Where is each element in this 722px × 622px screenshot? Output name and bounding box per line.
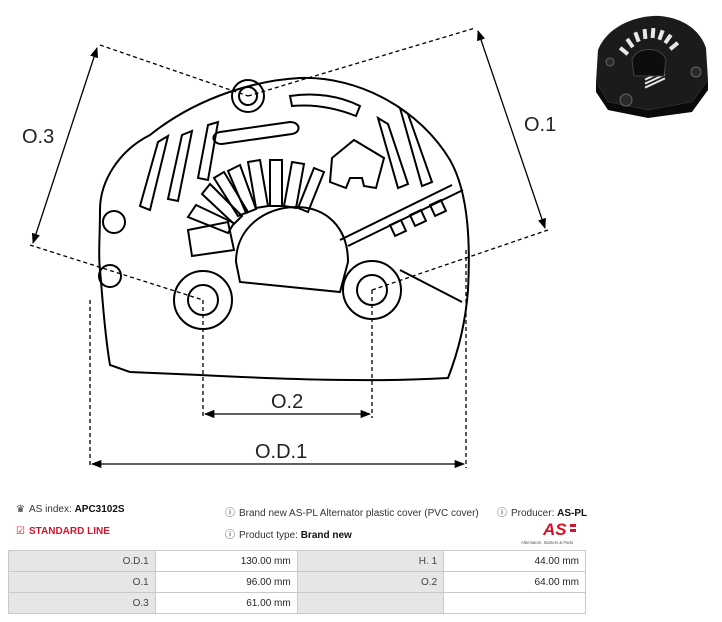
product-description: Brand new AS-PL Alternator plastic cover… [239, 508, 479, 519]
dimension-label-o1: O.1 [524, 114, 556, 136]
spec-label: O.1 [8, 571, 156, 593]
spec-value: 130.00 mm [154, 550, 298, 572]
info-circle-icon: ⓘ [225, 530, 235, 541]
info-circle-icon: ⓘ [225, 508, 235, 519]
spec-value [443, 592, 586, 614]
checkbox-icon: ☑ [16, 526, 25, 537]
as-pl-logo: AS Alternators, Starters & Parts [521, 520, 576, 545]
table-row: O.1 96.00 mm O.2 64.00 mm [8, 571, 586, 593]
spec-label: H. 1 [296, 550, 445, 572]
standard-line-row: ☑STANDARD LINE [16, 526, 110, 537]
specification-table: O.D.1 130.00 mm H. 1 44.00 mm O.1 96.00 … [8, 550, 586, 614]
dimension-label-o2: O.2 [271, 391, 303, 413]
spec-value: 96.00 mm [154, 571, 298, 593]
dimension-label-o3: O.3 [22, 126, 54, 148]
table-row: O.D.1 130.00 mm H. 1 44.00 mm [8, 550, 586, 572]
spec-label: O.2 [296, 571, 445, 593]
product-type-value: Brand new [300, 530, 352, 541]
producer-value: AS-PL [557, 508, 588, 519]
spec-value: 61.00 mm [154, 592, 298, 614]
logo-tagline: Alternators, Starters & Parts [521, 540, 573, 545]
dimension-arrows [31, 30, 546, 469]
standard-line-label: STANDARD LINE [28, 526, 110, 537]
spec-label: O.D.1 [8, 550, 156, 572]
logo-text: AS [542, 520, 567, 539]
spec-label: O.3 [8, 592, 156, 614]
cover-outline [98, 76, 470, 382]
info-circle-icon: ⓘ [497, 508, 507, 519]
table-row: O.3 61.00 mm [8, 592, 586, 614]
tag-icon: ♛ [16, 504, 25, 515]
spec-value: 64.00 mm [443, 571, 586, 593]
product-photo [596, 15, 708, 118]
technical-drawing: O.3 O.1 O.2 O.D.1 [22, 27, 556, 469]
as-index-value: APC3102S [74, 504, 125, 515]
description-row: ⓘ Brand new AS-PL Alternator plastic cove… [225, 504, 479, 519]
as-index-row: ♛AS index: APC3102S [16, 504, 125, 515]
dimension-label-od1: O.D.1 [255, 441, 307, 463]
spec-value: 44.00 mm [443, 550, 586, 572]
spec-label [296, 592, 445, 614]
dimension-lines [29, 27, 549, 468]
